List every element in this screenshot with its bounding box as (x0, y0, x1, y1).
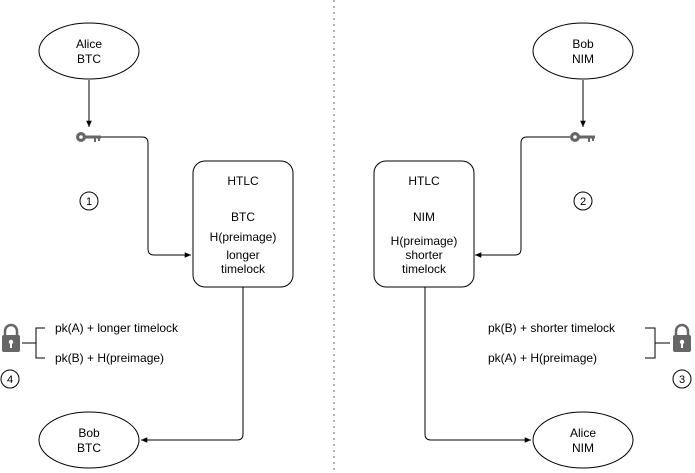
left-sender-asset: BTC (77, 52, 101, 66)
right-sender-name: Bob (572, 37, 594, 51)
right-receiver-name: Alice (570, 426, 596, 440)
left-step-badge: 1 (79, 191, 99, 211)
left-receiver-asset: BTC (77, 441, 101, 455)
left-receiver-node: Bob BTC (38, 411, 140, 469)
right-lock-icon (673, 323, 691, 352)
left-sender-name: Alice (76, 37, 102, 51)
left-lock-badge: 4 (0, 369, 20, 389)
left-condition-2: pk(B) + H(preimage) (55, 351, 164, 365)
right-htlc-to-receiver-connector (424, 287, 531, 443)
right-htlc-timelock-2: timelock (402, 262, 447, 276)
left-sender-node: Alice BTC (38, 22, 140, 80)
right-lock-bracket (645, 327, 670, 359)
left-key-icon (76, 132, 101, 142)
right-htlc-hash: H(preimage) (391, 234, 458, 248)
left-lock-bracket (22, 327, 45, 359)
left-condition-1: pk(A) + longer timelock (55, 321, 179, 335)
left-htlc-timelock-1: longer (226, 248, 259, 262)
right-htlc-title: HTLC (408, 174, 440, 188)
right-condition-2: pk(A) + H(preimage) (488, 351, 597, 365)
right-key-icon (570, 132, 595, 142)
left-htlc-asset: BTC (231, 210, 255, 224)
right-htlc-timelock-1: shorter (405, 248, 442, 262)
right-sender-asset: NIM (572, 52, 594, 66)
left-key-to-htlc-connector (101, 136, 191, 258)
right-receiver-node: Alice NIM (532, 411, 634, 469)
svg-text:4: 4 (7, 374, 13, 386)
right-htlc-box: HTLC NIM H(preimage) shorter timelock (373, 160, 475, 288)
left-htlc-title: HTLC (227, 174, 259, 188)
right-sender-node: Bob NIM (532, 22, 634, 80)
right-receiver-asset: NIM (572, 441, 594, 455)
right-step-badge: 2 (573, 191, 593, 211)
svg-text:1: 1 (86, 196, 92, 208)
right-htlc-asset: NIM (413, 210, 435, 224)
svg-text:2: 2 (580, 196, 586, 208)
right-key-to-htlc-connector (475, 136, 570, 258)
right-condition-1: pk(B) + shorter timelock (488, 321, 616, 335)
svg-text:3: 3 (679, 374, 685, 386)
left-lock-icon (2, 323, 20, 352)
left-receiver-name: Bob (78, 426, 100, 440)
left-htlc-timelock-2: timelock (221, 262, 266, 276)
right-lock-badge: 3 (672, 369, 692, 389)
left-htlc-to-receiver-connector (141, 287, 244, 443)
left-htlc-box: HTLC BTC H(preimage) longer timelock (192, 160, 294, 288)
left-htlc-hash: H(preimage) (210, 230, 277, 244)
